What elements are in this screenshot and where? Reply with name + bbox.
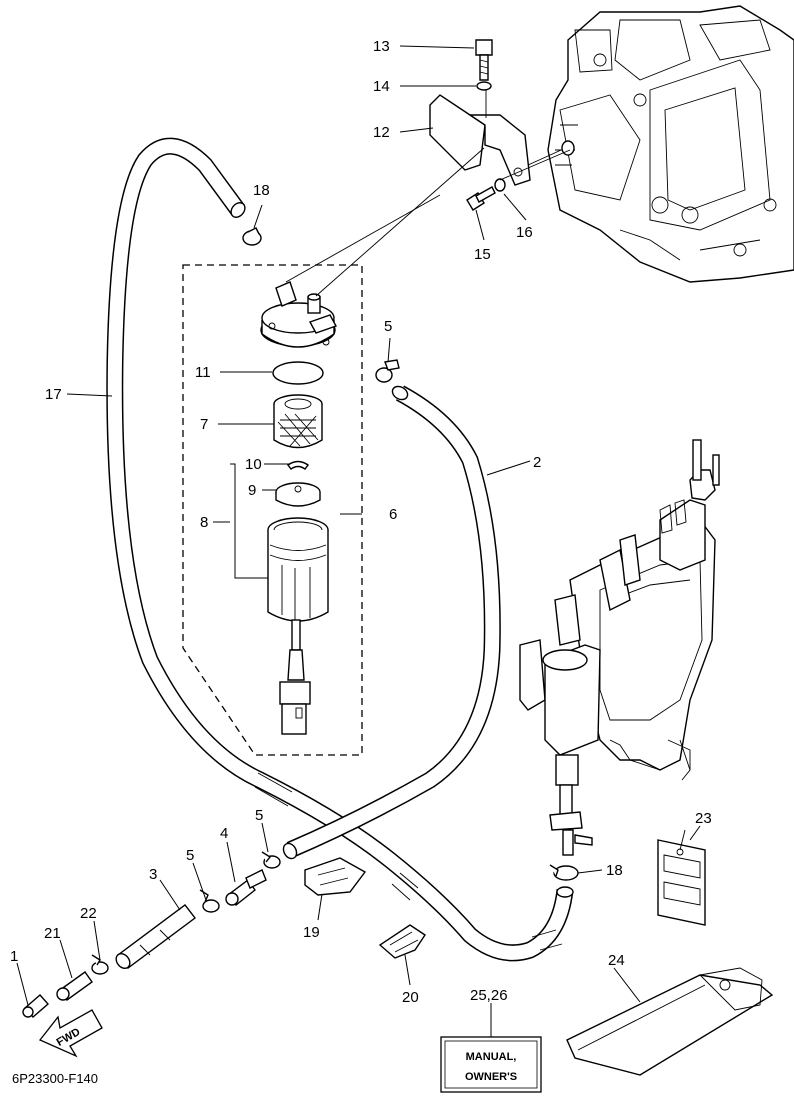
filter-cup bbox=[267, 517, 329, 735]
hose-clamp-5-lower bbox=[199, 889, 220, 913]
owners-manual-box: MANUAL, OWNER'S bbox=[440, 1036, 542, 1093]
hose-holder-19 bbox=[304, 857, 367, 896]
callout-14: 14 bbox=[373, 78, 390, 95]
callout-25-26: 25,26 bbox=[470, 987, 508, 1004]
callout-9: 9 bbox=[248, 482, 256, 499]
hose-17 bbox=[106, 137, 574, 962]
fitting-21 bbox=[56, 971, 93, 1001]
callout-3: 3 bbox=[149, 866, 157, 883]
callout-labels: 13 14 12 15 16 18 5 11 7 10 9 8 6 17 2 3… bbox=[10, 38, 712, 1006]
caution-tag bbox=[657, 829, 706, 926]
callout-12: 12 bbox=[373, 124, 390, 141]
callout-20: 20 bbox=[402, 989, 419, 1006]
leader-lines bbox=[16, 45, 701, 1037]
fitting-4 bbox=[225, 869, 267, 906]
callout-18-upper: 18 bbox=[253, 182, 270, 199]
fuel-pump-assembly bbox=[519, 439, 720, 856]
callout-15: 15 bbox=[474, 246, 491, 263]
filter-head bbox=[260, 281, 338, 348]
callout-5-lower: 5 bbox=[186, 847, 194, 864]
callout-24: 24 bbox=[608, 952, 625, 969]
hose-2 bbox=[282, 385, 501, 860]
hose-clamp-5-upper bbox=[375, 359, 400, 383]
hose-clip-20 bbox=[378, 924, 426, 959]
o-ring bbox=[272, 361, 324, 385]
bracket bbox=[429, 94, 531, 186]
retaining-clip bbox=[287, 460, 309, 470]
manual-box-line2: OWNER'S bbox=[465, 1071, 517, 1083]
callout-7: 7 bbox=[200, 416, 208, 433]
callout-18-lower: 18 bbox=[606, 862, 623, 879]
manual-box-line1: MANUAL, bbox=[466, 1051, 517, 1063]
hose-clamp-18-lower bbox=[549, 864, 579, 881]
callout-23: 23 bbox=[695, 810, 712, 827]
callout-16: 16 bbox=[516, 224, 533, 241]
bolt-15 bbox=[466, 186, 496, 211]
callout-2: 2 bbox=[533, 454, 541, 471]
callout-4: 4 bbox=[220, 825, 228, 842]
filter-group-outline bbox=[182, 264, 363, 756]
callout-5-upper: 5 bbox=[384, 318, 392, 335]
callout-10: 10 bbox=[245, 456, 262, 473]
callout-6: 6 bbox=[389, 506, 397, 523]
callout-19: 19 bbox=[303, 924, 320, 941]
callout-13: 13 bbox=[373, 38, 390, 55]
bolt-13 bbox=[475, 39, 493, 81]
washer-14 bbox=[476, 81, 492, 91]
callout-22: 22 bbox=[80, 905, 97, 922]
stud bbox=[561, 140, 575, 156]
hose-clamp-5-middle bbox=[261, 851, 281, 869]
hose-3 bbox=[115, 904, 196, 970]
engine-block-upper bbox=[527, 5, 794, 283]
washer-16 bbox=[494, 178, 506, 192]
float bbox=[275, 482, 321, 507]
callout-5-middle: 5 bbox=[255, 807, 263, 824]
manual-pouch bbox=[566, 967, 774, 1076]
callout-17: 17 bbox=[45, 386, 62, 403]
filter-element bbox=[273, 394, 323, 449]
hose-clamp-18-upper bbox=[242, 227, 262, 246]
callout-11: 11 bbox=[195, 364, 211, 381]
fuel-connector-1 bbox=[22, 994, 49, 1018]
callout-1: 1 bbox=[10, 948, 18, 965]
figure-code: 6P23300-F140 bbox=[12, 1071, 98, 1086]
callout-21: 21 bbox=[44, 925, 61, 942]
fwd-arrow: FWD bbox=[38, 1009, 103, 1058]
callout-8: 8 bbox=[200, 514, 208, 531]
